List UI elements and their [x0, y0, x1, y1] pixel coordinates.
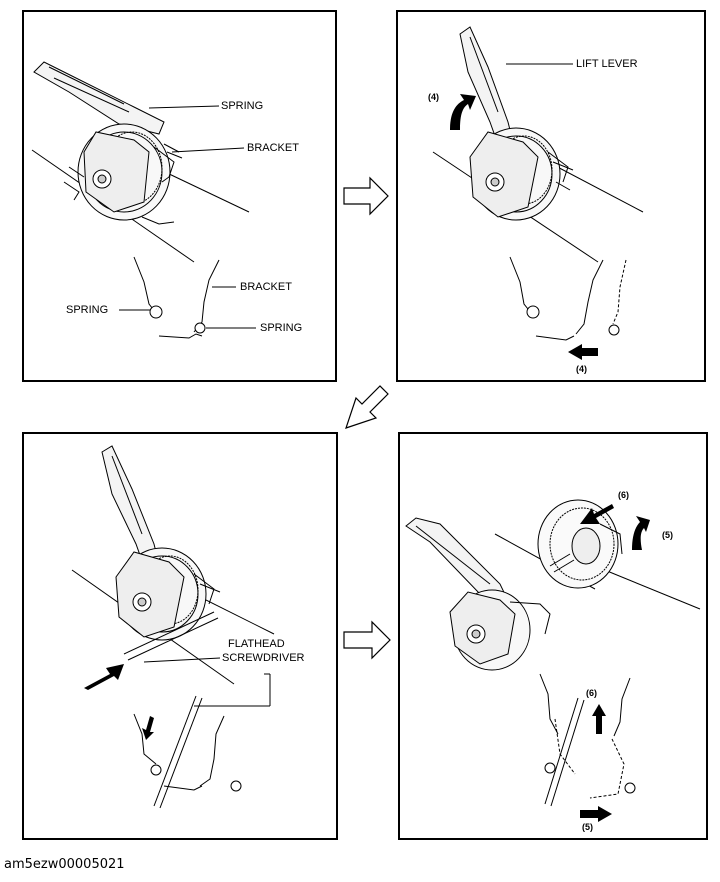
step-panel-3: FLATHEAD SCREWDRIVER [22, 432, 338, 840]
step-5-top-label: (5) [662, 530, 673, 540]
step-5-bottom-label: (5) [582, 822, 593, 832]
next-step-arrow-diagonal-icon [345, 385, 389, 429]
step-panel-4: (6) (5) (6) (5) [398, 432, 708, 840]
step-6-bottom-label: (6) [586, 688, 597, 698]
label-flathead: FLATHEAD [228, 638, 285, 650]
next-step-arrow-right-icon [343, 620, 391, 660]
label-screwdriver: SCREWDRIVER [222, 652, 305, 664]
panel-2-illustration [432, 26, 644, 360]
step-panel-1: SPRING BRACKET BRACKET SPRING SPRING [22, 10, 337, 382]
label-spring-left: SPRING [66, 304, 109, 316]
panel-4-illustration [405, 499, 701, 822]
step-6-top-label: (6) [618, 490, 629, 500]
step-panel-2: LIFT LEVER (4) (4) [396, 10, 706, 382]
label-bracket-top: BRACKET [247, 142, 299, 154]
step-4-upper-label: (4) [428, 92, 439, 102]
label-spring-right: SPRING [260, 322, 303, 334]
label-bracket-detail: BRACKET [240, 281, 292, 293]
step-4-lower-label: (4) [576, 364, 587, 374]
next-step-arrow-right-icon [343, 176, 389, 216]
figure-id: am5ezw00005021 [4, 857, 125, 872]
label-spring-top: SPRING [221, 100, 264, 112]
panel-3-illustration [71, 445, 275, 809]
label-lift-lever: LIFT LEVER [576, 58, 638, 70]
panel-1-illustration [31, 61, 256, 339]
